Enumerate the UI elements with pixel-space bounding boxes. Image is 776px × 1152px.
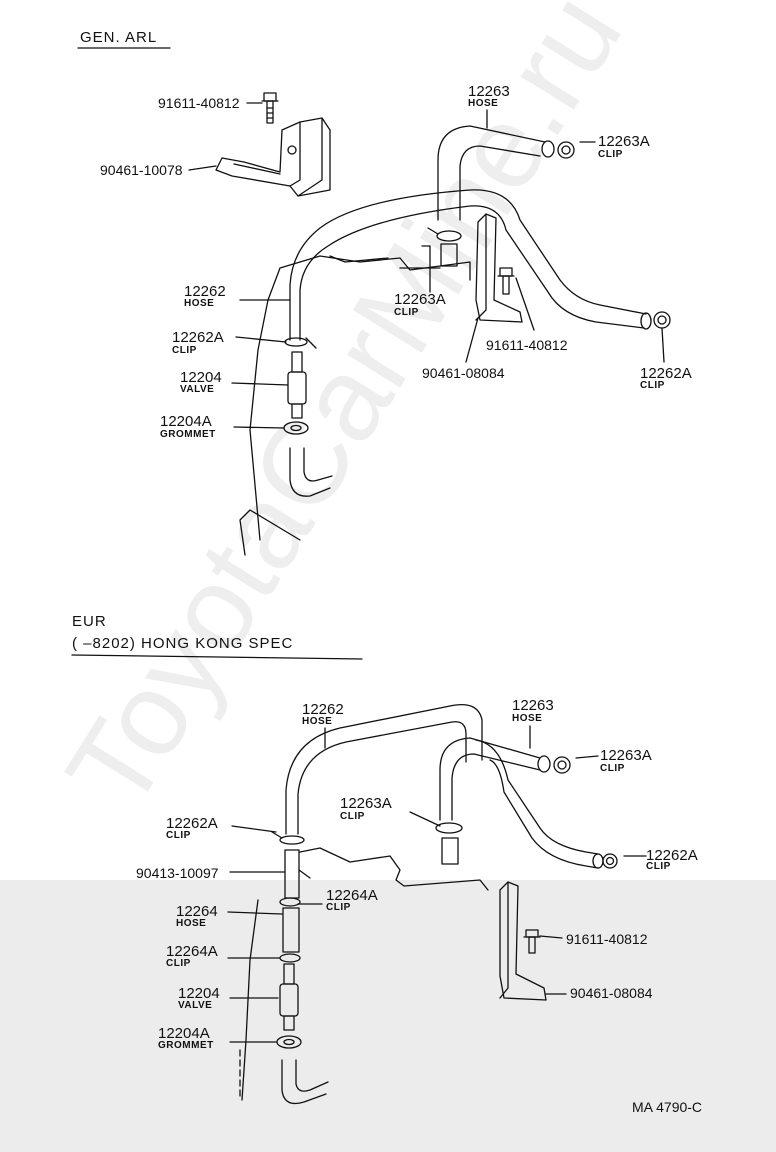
label-hose-12262: 12262 xyxy=(184,283,226,300)
bracket-bottom-icon xyxy=(499,881,547,1001)
label-bolt-91611: 91611-40812 xyxy=(158,95,240,111)
label-grommet-12204a: 12204A xyxy=(160,413,212,430)
label-clip-12264a-2: 12264A xyxy=(166,943,218,960)
label-clip-12263a-b-2: 12263A xyxy=(340,795,392,812)
label-clip-12262a-b-right: 12262A xyxy=(646,847,698,864)
pipe-90413-icon xyxy=(284,849,311,899)
grommet-icon xyxy=(283,421,309,435)
label-grommet-12204a-b-name: GROMMET xyxy=(158,1040,214,1051)
valve-icon xyxy=(287,351,307,419)
label-bolt-91611-b: 91611-40812 xyxy=(566,931,648,947)
hose-12263 xyxy=(437,125,575,221)
label-clip-12262a-b-left-name: CLIP xyxy=(166,830,191,841)
label-clip-12262a-name: CLIP xyxy=(172,345,197,356)
label-clip-12263a: 12263A xyxy=(598,133,650,150)
label-clip-12262a-2: 12262A xyxy=(640,365,692,382)
hose-12263-bottom xyxy=(439,737,618,869)
label-grommet-12204a-name: GROMMET xyxy=(160,429,216,440)
bracket-icon xyxy=(215,117,331,197)
label-hose-12262-b-name: HOSE xyxy=(302,716,333,727)
label-clip-12264a-1: 12264A xyxy=(326,887,378,904)
label-valve-12204-b-name: VALVE xyxy=(178,1000,213,1011)
clip-12263a-icon xyxy=(427,227,462,242)
label-valve-12204-name: VALVE xyxy=(180,384,215,395)
label-hose-12264: 12264 xyxy=(176,903,218,920)
figure-code: MA 4790-C xyxy=(632,1099,703,1115)
label-bracket-90461-08084-b: 90461-08084 xyxy=(570,985,653,1001)
label-clip-12263a-b: 12263A xyxy=(600,747,652,764)
header-underline-bottom xyxy=(71,654,363,660)
section-title-spec: ( –8202) HONG KONG SPEC xyxy=(72,635,294,652)
bolt-2-icon xyxy=(497,267,515,295)
label-hose-12262-b: 12262 xyxy=(302,701,344,718)
bolt-icon xyxy=(261,92,279,124)
section-title-top: GEN. ARL xyxy=(80,29,158,46)
label-hose-12264-name: HOSE xyxy=(176,918,207,929)
label-clip-12262a-b-left: 12262A xyxy=(166,815,218,832)
label-bracket-90461-08084: 90461-08084 xyxy=(422,365,505,381)
label-hose-12263-b: 12263 xyxy=(512,697,554,714)
shaded-band xyxy=(0,880,776,1152)
label-bolt-91611-2: 91611-40812 xyxy=(486,337,568,353)
bracket-08084-icon xyxy=(475,213,523,323)
valve-bottom-icon xyxy=(279,963,299,1031)
label-hose-12262-name: HOSE xyxy=(184,298,215,309)
label-clip-12262a-2-name: CLIP xyxy=(640,380,665,391)
hose-12262-bottom xyxy=(285,703,483,835)
label-valve-12204-b: 12204 xyxy=(178,985,220,1002)
section-title-eur: EUR xyxy=(72,613,107,630)
label-hose-12263: 12263 xyxy=(468,83,510,100)
label-grommet-12204a-b: 12204A xyxy=(158,1025,210,1042)
label-bracket-90461-10078: 90461-10078 xyxy=(100,162,183,178)
label-clip-12262a: 12262A xyxy=(172,329,224,346)
label-clip-12263a-name: CLIP xyxy=(598,149,623,160)
label-clip-12263a-b-name: CLIP xyxy=(600,763,625,774)
label-clip-12264a-2-name: CLIP xyxy=(166,958,191,969)
label-clip-12263a-b-2-name: CLIP xyxy=(340,811,365,822)
label-clip-12264a-1-name: CLIP xyxy=(326,902,351,913)
label-hose-12263-b-name: HOSE xyxy=(512,713,543,724)
label-hose-12263-name: HOSE xyxy=(468,98,499,109)
label-valve-12204: 12204 xyxy=(180,369,222,386)
label-part-90413: 90413-10097 xyxy=(136,865,219,881)
label-clip-12263a-2-name: CLIP xyxy=(394,307,419,318)
label-clip-12263a-2: 12263A xyxy=(394,291,446,308)
label-clip-12262a-b-right-name: CLIP xyxy=(646,861,671,872)
